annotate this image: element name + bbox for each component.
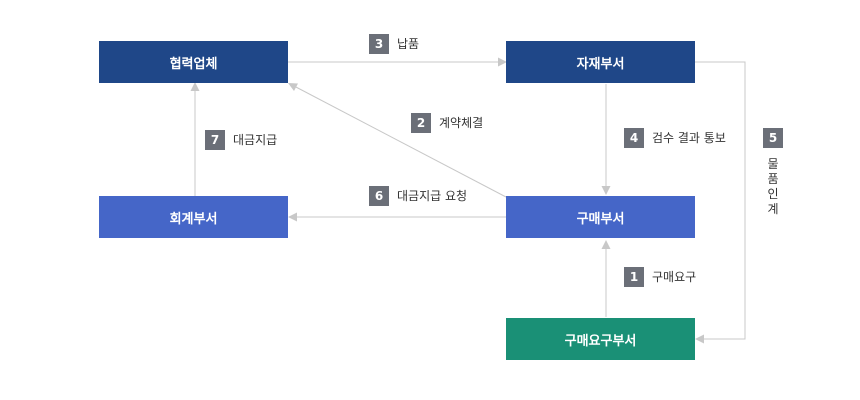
step-7-label: 대금지급 <box>233 133 278 147</box>
arrow-handover <box>695 61 746 340</box>
step-6-label: 대금지급 요청 <box>397 189 468 203</box>
arrowhead-payment <box>190 82 200 91</box>
arrowhead-purchase-request <box>601 240 611 249</box>
arrowhead-handover <box>695 334 704 344</box>
step-3-label: 납품 <box>397 37 420 51</box>
step-6-badge: 6 <box>369 186 389 206</box>
arrowhead-contract <box>288 83 298 91</box>
arrowhead-delivery <box>498 57 507 67</box>
arrowhead-inspection <box>601 186 611 195</box>
step-4-badge: 4 <box>624 128 644 148</box>
step-1-badge: 1 <box>624 267 644 287</box>
node-purchasing: 구매부서 <box>506 196 695 238</box>
node-accounting: 회계부서 <box>99 196 288 238</box>
step-2-label: 계약체결 <box>439 116 484 130</box>
step-1-label: 구매요구 <box>652 270 697 284</box>
arrow-contract <box>293 85 507 198</box>
arrowhead-payment-request <box>288 212 297 222</box>
step-5-badge: 5 <box>763 128 783 148</box>
node-partner: 협력업체 <box>99 41 288 83</box>
step-2-badge: 2 <box>411 113 431 133</box>
node-materials: 자재부서 <box>506 41 695 83</box>
step-3-badge: 3 <box>369 34 389 54</box>
node-requesting: 구매요구부서 <box>506 318 695 360</box>
step-4-label: 검수 결과 통보 <box>652 131 726 145</box>
step-7-badge: 7 <box>205 130 225 150</box>
